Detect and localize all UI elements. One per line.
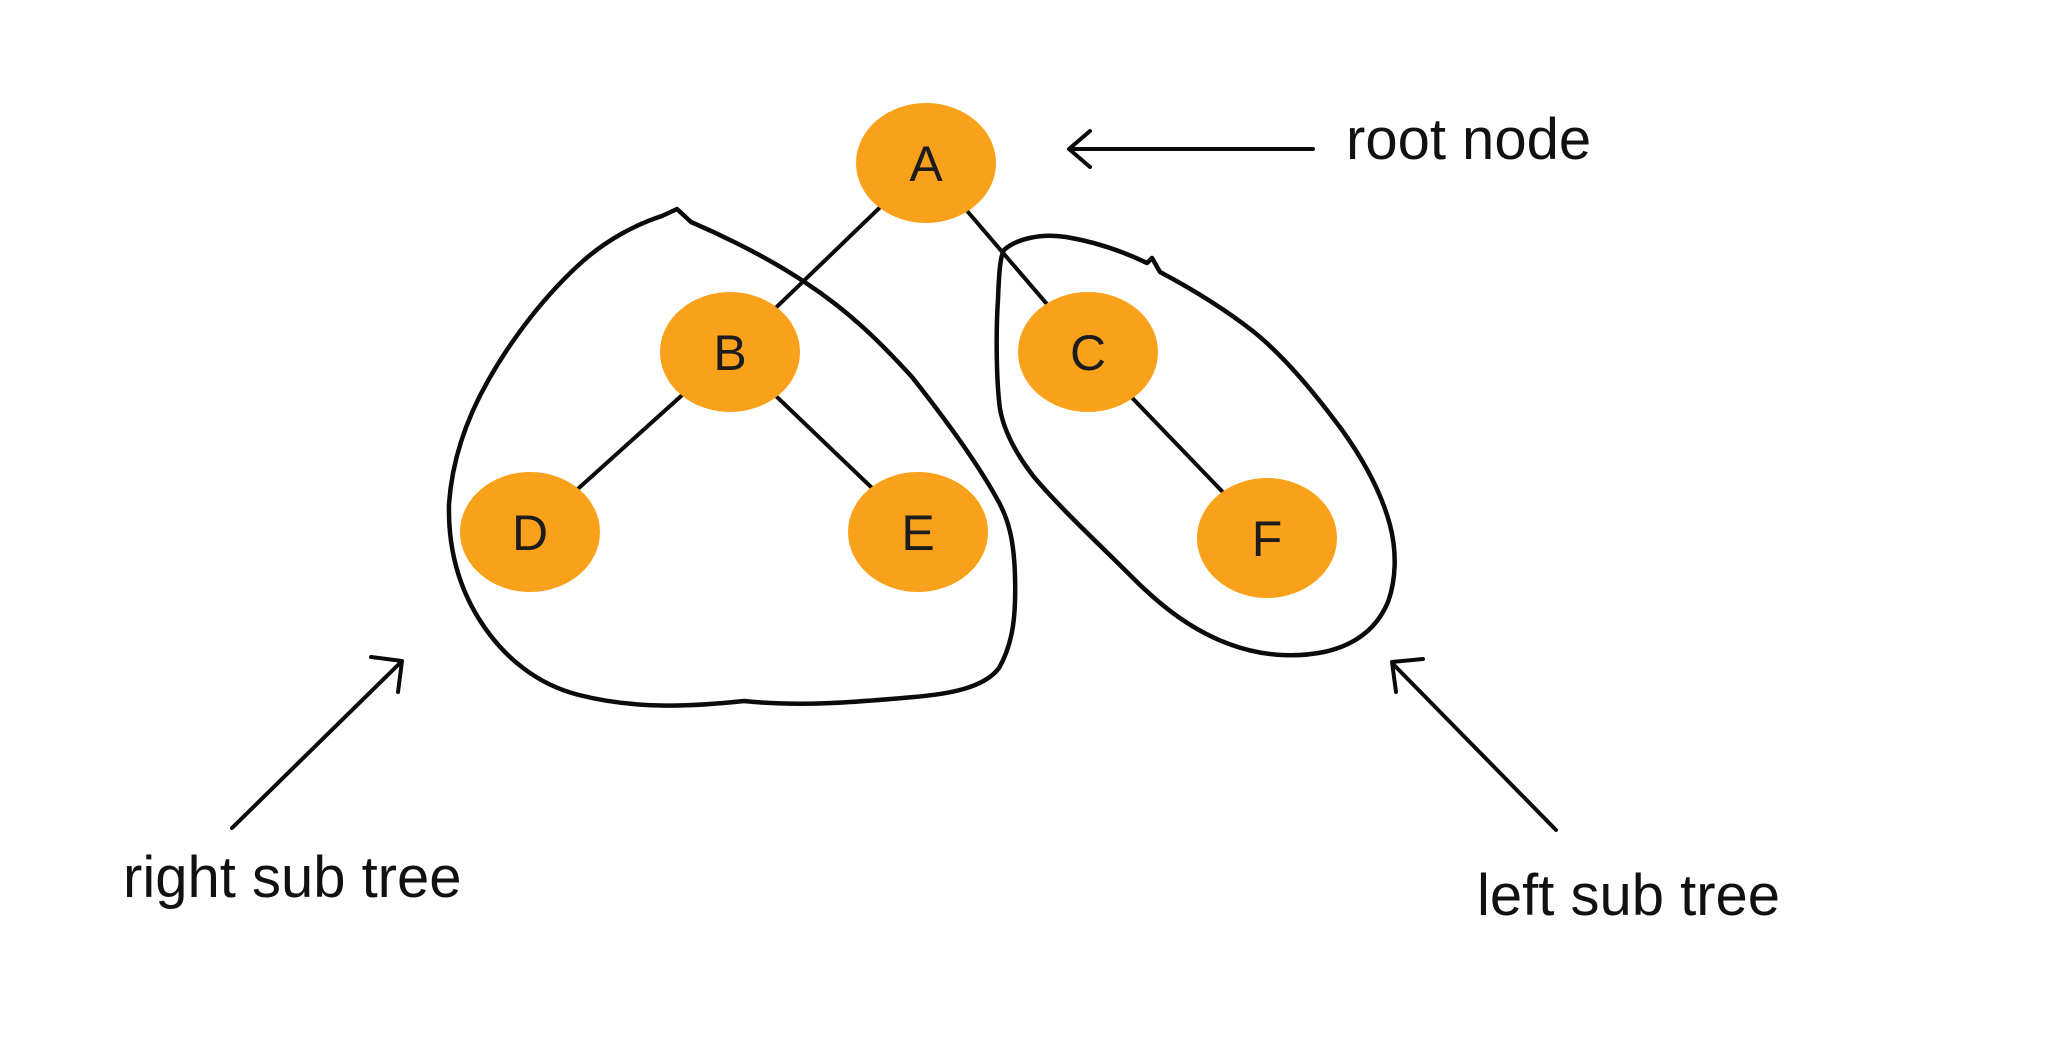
annotation-right-sub-tree: right sub tree	[123, 655, 462, 910]
annotation-root-node: root node	[1067, 107, 1591, 172]
outline-around-B-D-E	[446, 206, 1018, 708]
subtree-outlines	[446, 206, 1397, 708]
tree-node-circle-C	[1018, 292, 1158, 412]
annotation-label-left-sub-tree: left sub tree	[1477, 863, 1780, 928]
tree-node-B: B	[660, 292, 800, 412]
annotation-label-right-sub-tree: right sub tree	[123, 845, 462, 910]
arrowhead-icon-root-node	[1067, 129, 1092, 169]
tree-node-label-E: E	[901, 505, 934, 561]
tree-node-label-B: B	[713, 325, 746, 381]
tree-node-circle-E	[848, 472, 988, 592]
tree-node-D: D	[460, 472, 600, 592]
tree-node-C: C	[1018, 292, 1158, 412]
tree-node-label-D: D	[512, 505, 548, 561]
arrowhead-icon-left-sub-tree	[1390, 657, 1425, 694]
annotation-left-sub-tree: left sub tree	[1390, 657, 1780, 928]
tree-node-circle-B	[660, 292, 800, 412]
tree-node-circle-F	[1197, 478, 1337, 598]
tree-node-circle-D	[460, 472, 600, 592]
annotation-label-root-node: root node	[1346, 107, 1591, 172]
annotations: root node right sub tree left sub tree	[123, 107, 1780, 928]
tree-nodes: A B C D E F	[460, 103, 1337, 598]
tree-node-label-A: A	[909, 136, 943, 192]
tree-node-label-C: C	[1070, 325, 1106, 381]
tree-node-circle-A	[856, 103, 996, 223]
annotation-arrow-shaft-left-sub-tree	[1392, 663, 1558, 832]
annotation-arrow-shaft-right-sub-tree	[230, 662, 401, 830]
tree-node-A: A	[856, 103, 996, 223]
tree-node-F: F	[1197, 478, 1337, 598]
tree-node-label-F: F	[1252, 511, 1283, 567]
arrowhead-icon-right-sub-tree	[369, 655, 404, 694]
outline-around-C-F	[994, 233, 1397, 658]
tree-node-E: E	[848, 472, 988, 592]
